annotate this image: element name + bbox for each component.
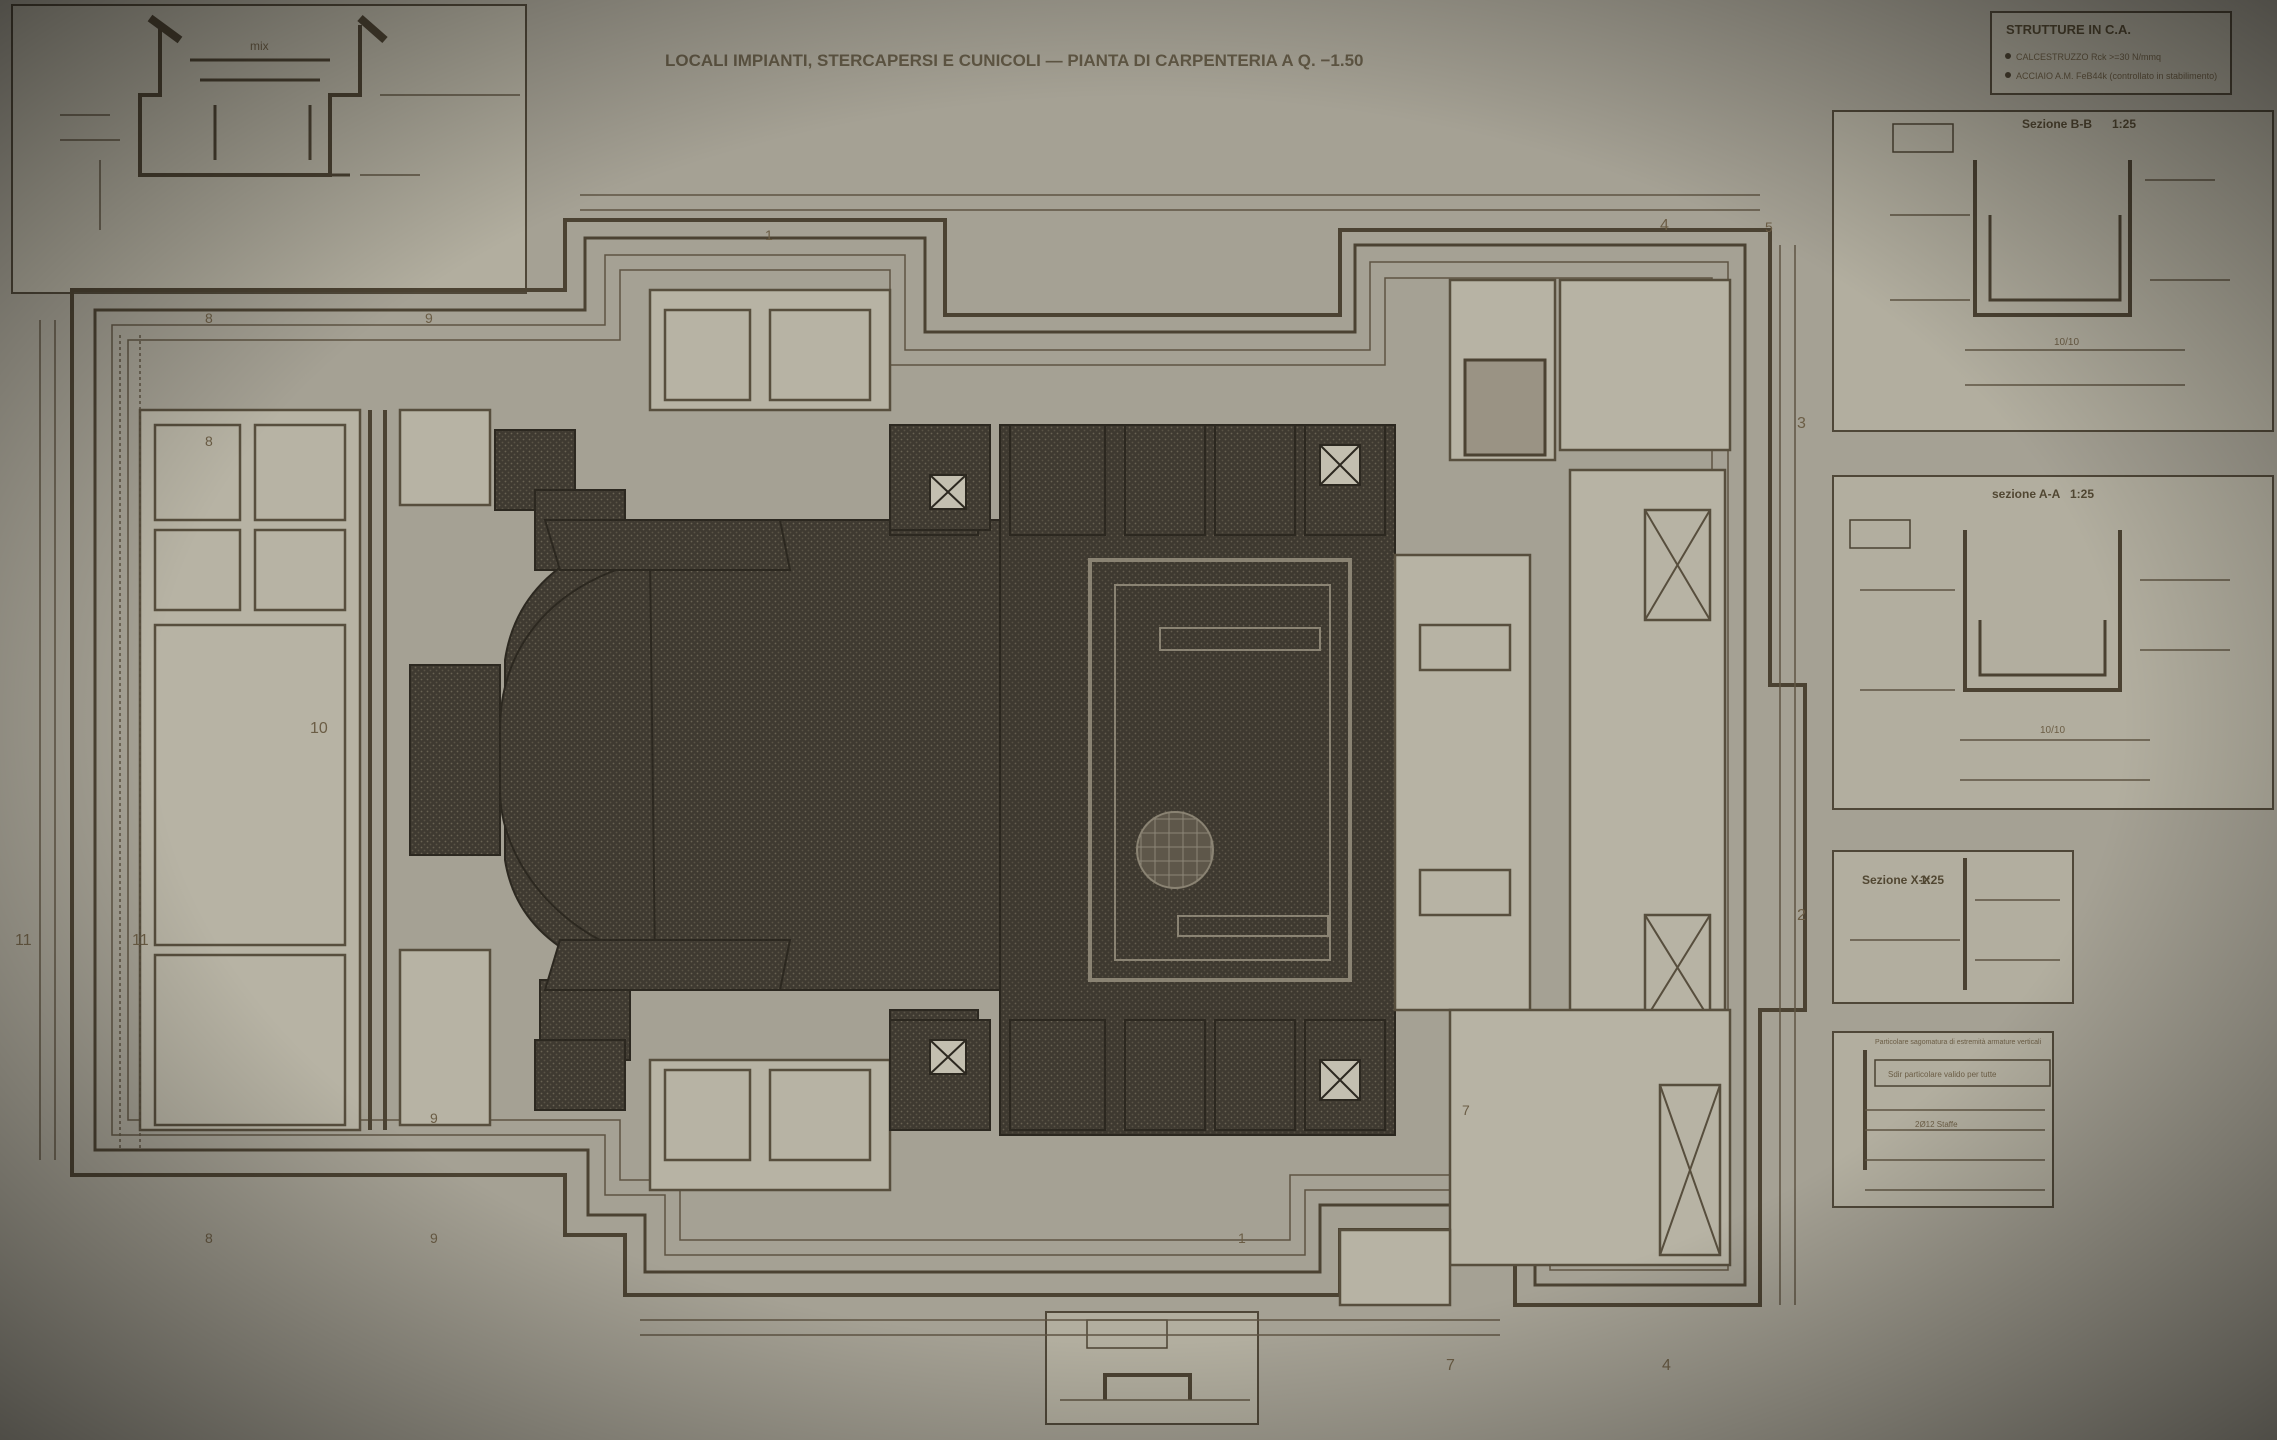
note-subtitle: Sdir particolare valido per tutte xyxy=(1888,1070,1997,1079)
axis-marker-8-mid: 8 xyxy=(205,433,213,449)
legend-item-concrete: CALCESTRUZZO Rck >=30 N/mmq xyxy=(2016,52,2161,62)
section-bb-panel: Sezione B-B 1:25 10/10 xyxy=(1832,110,2274,432)
axis-marker-2: 2 xyxy=(1797,907,1806,924)
note-callout: 2Ø12 Staffe xyxy=(1915,1120,1958,1129)
legend-item-steel: ACCIAIO A.M. FeB44k (controllato in stab… xyxy=(2016,71,2217,81)
legend-box: STRUTTURE IN C.A. CALCESTRUZZO Rck >=30 … xyxy=(1990,11,2232,95)
legend-heading: STRUTTURE IN C.A. xyxy=(2006,22,2131,37)
floor-plan: 10 11 11 8 9 8 9 8 9 1 1 2 3 4 4 5 7 7 xyxy=(15,194,1807,1374)
axis-marker-4-top: 4 xyxy=(1660,217,1669,234)
axis-marker-1-top: 1 xyxy=(765,227,773,243)
section-aa-title: sezione A-A xyxy=(1992,487,2061,501)
section-aa-scale: 1:25 xyxy=(2070,487,2094,501)
section-bb-scale: 1:25 xyxy=(2112,117,2136,131)
axis-marker-3: 3 xyxy=(1797,415,1806,432)
axis-marker-7-bottom: 7 xyxy=(1446,1357,1455,1374)
axis-marker-8-top: 8 xyxy=(205,310,213,326)
svg-text:mix: mix xyxy=(250,39,269,53)
section-xx-panel: Sezione X-X 1:25 xyxy=(1832,850,2074,1004)
axis-marker-9-top: 9 xyxy=(425,310,433,326)
axis-marker-10: 10 xyxy=(310,720,328,737)
section-aa-panel: sezione A-A 1:25 10/10 xyxy=(1832,475,2274,810)
axis-marker-9-bottom: 9 xyxy=(430,1230,438,1246)
axis-marker-8-bottom: 8 xyxy=(205,1230,213,1246)
axis-marker-11-left: 11 xyxy=(15,932,32,949)
detail-panel-top-left: mix xyxy=(11,4,527,294)
note-box: Particolare sagomatura di estremità arma… xyxy=(1832,1031,2054,1208)
axis-marker-7: 7 xyxy=(1462,1102,1470,1118)
axis-marker-11-inner: 11 xyxy=(132,932,149,949)
svg-text:10/10: 10/10 xyxy=(2040,725,2065,736)
axis-marker-4-bottom: 4 xyxy=(1662,1357,1671,1374)
axis-marker-9-mid: 9 xyxy=(430,1110,438,1126)
detail-panel-bottom xyxy=(1045,1311,1259,1425)
drawing-title: LOCALI IMPIANTI, STERCAPERSI E CUNICOLI … xyxy=(665,51,1363,70)
axis-marker-5: 5 xyxy=(1765,219,1773,235)
svg-text:10/10: 10/10 xyxy=(2054,337,2079,348)
section-xx-scale: 1:25 xyxy=(1920,873,1944,887)
note-title: Particolare sagomatura di estremità arma… xyxy=(1875,1039,2042,1046)
axis-marker-1-bottom: 1 xyxy=(1238,1230,1246,1246)
section-bb-title: Sezione B-B xyxy=(2022,117,2092,131)
